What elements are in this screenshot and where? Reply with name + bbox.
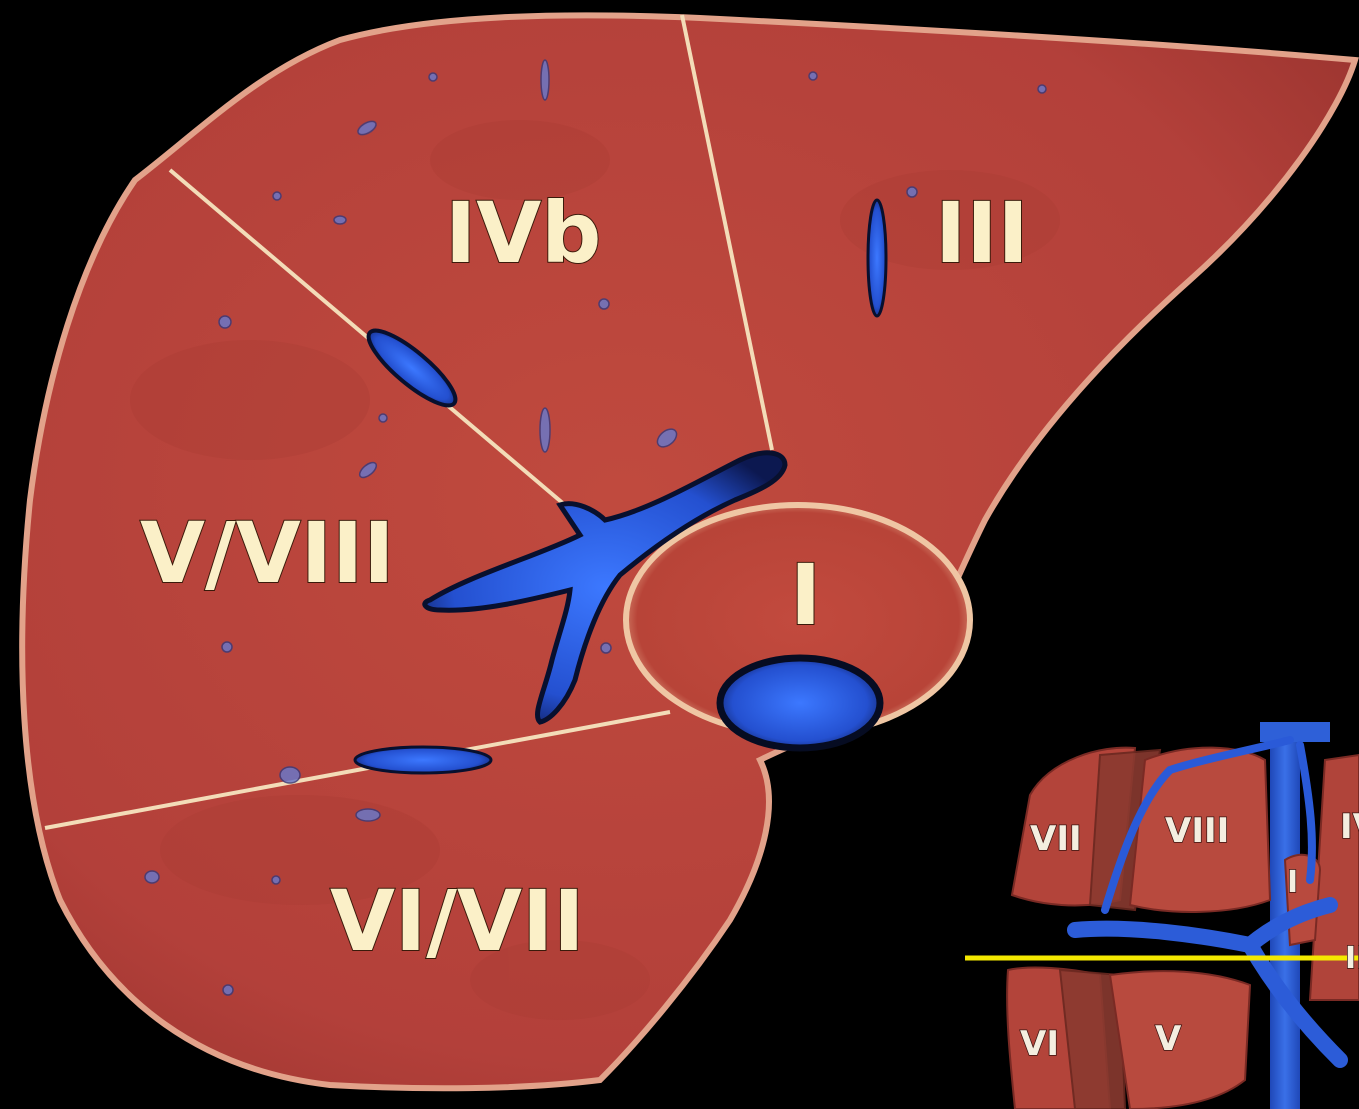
inset-ivc-top xyxy=(1260,722,1330,742)
inset-label-vii: VII xyxy=(1030,819,1082,859)
label-segment-ivb: IVb xyxy=(445,184,601,282)
label-segment-v-viii: V/VIII xyxy=(140,504,394,602)
vessel-lower-horizontal xyxy=(355,747,491,773)
inset-label-v: V xyxy=(1155,1019,1182,1059)
label-segment-vi-vii: VI/VII xyxy=(330,872,584,970)
vessel-segment-iii xyxy=(868,200,886,316)
inferior-vena-cava xyxy=(720,658,880,748)
inset-label-iv-partial: IV xyxy=(1340,807,1359,847)
inset-label-viii: VIII xyxy=(1165,811,1229,851)
label-segment-i: I xyxy=(790,546,821,644)
inset-label-vi: VI xyxy=(1020,1024,1059,1064)
inset-liver-illustration: VII VIII IV I II VI V xyxy=(965,722,1359,1109)
inset-label-i: I xyxy=(1287,865,1298,900)
inset-label-ii-partial: II xyxy=(1345,941,1359,976)
label-segment-iii: III xyxy=(935,184,1029,282)
